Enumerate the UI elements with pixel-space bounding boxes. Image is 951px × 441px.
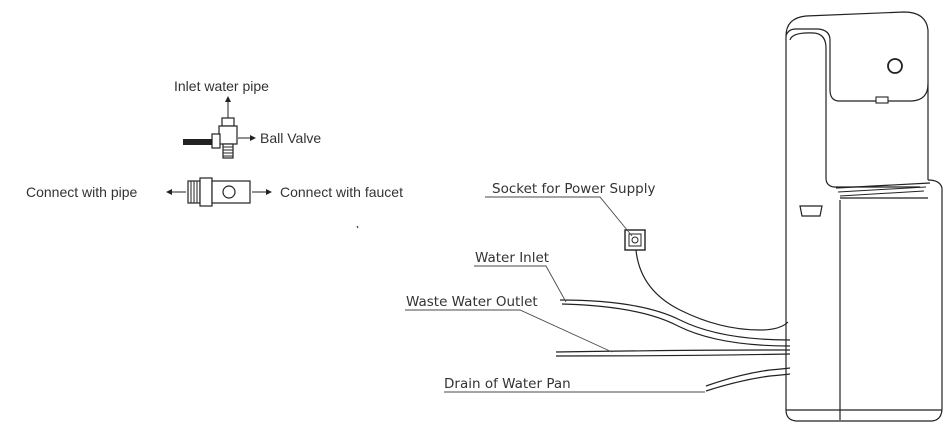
water-inlet-leader-line — [474, 265, 567, 303]
ball-valve-label: Ball Valve — [260, 130, 321, 146]
inlet-water-pipe-label: Inlet water pipe — [174, 78, 269, 94]
power-socket-icon — [624, 229, 646, 251]
waste-water-outlet-tube — [555, 349, 791, 357]
drain-label: Drain of Water Pan — [444, 376, 571, 392]
water-dispenser — [785, 11, 943, 422]
inlet-arrow-icon — [225, 96, 231, 118]
waste-outlet-leader-line — [405, 309, 613, 353]
pipe-arrow-icon — [166, 189, 186, 195]
waste-water-outlet-label: Waste Water Outlet — [406, 294, 538, 310]
socket-label: Socket for Power Supply — [492, 181, 655, 197]
ball-valve-arrow-icon — [238, 135, 256, 141]
drain-tube — [705, 367, 791, 392]
water-inlet-label: Water Inlet — [475, 250, 549, 266]
tee-connector — [187, 177, 251, 207]
faucet-arrow-icon — [252, 189, 272, 195]
power-cable — [635, 249, 789, 331]
valve-body — [218, 117, 238, 159]
water-inlet-tube — [559, 299, 791, 347]
connect-with-faucet-label: Connect with faucet — [280, 184, 403, 200]
dispenser-button-icon — [887, 58, 903, 74]
socket-leader-line — [485, 196, 633, 237]
connect-with-pipe-label: Connect with pipe — [26, 184, 138, 200]
ball-valve-assembly — [166, 96, 359, 229]
valve-handle — [183, 133, 221, 149]
